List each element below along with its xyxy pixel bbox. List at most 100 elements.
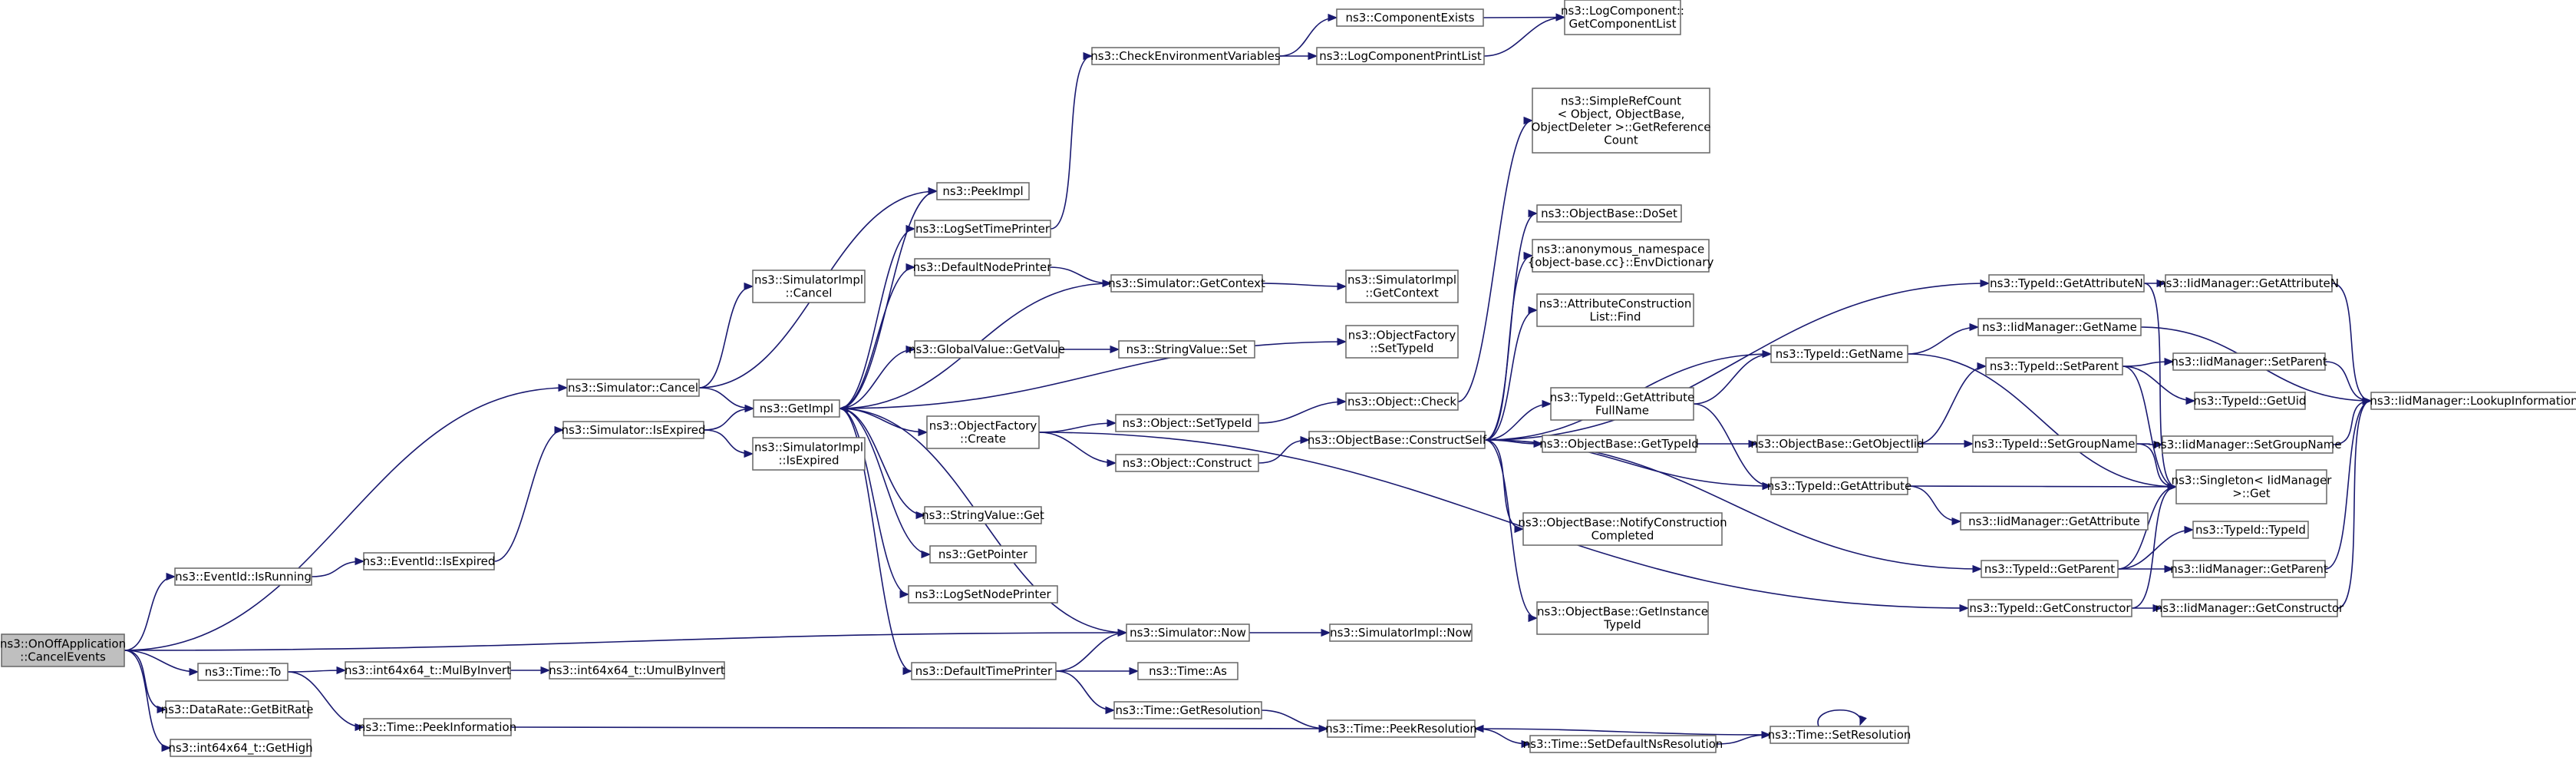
node-string-value-set[interactable]: ns3::StringValue::Set — [1118, 340, 1255, 359]
node-default-node-printer[interactable]: ns3::DefaultNodePrinter — [913, 258, 1053, 276]
node-label: {object-base.cc}::EnvDictionary — [1528, 256, 1714, 270]
node-global-value-get-value[interactable]: ns3::GlobalValue::GetValue — [909, 340, 1065, 359]
node-simple-ref-count[interactable]: ns3::SimpleRefCount< Object, ObjectBase,… — [1531, 88, 1711, 154]
node-label: TypeId — [1603, 618, 1641, 632]
edge-sim-cancel-to-sim-impl-cancel — [698, 282, 754, 389]
node-event-is-expired[interactable]: ns3::EventId::IsExpired — [363, 552, 496, 571]
node-object-base-do-set[interactable]: ns3::ObjectBase::DoSet — [1536, 204, 1682, 223]
node-type-id-get-attribute-n[interactable]: ns3::TypeId::GetAttributeN — [1988, 274, 2145, 293]
node-sim-cancel[interactable]: ns3::Simulator::Cancel — [566, 379, 700, 397]
node-type-id-get-constructor[interactable]: ns3::TypeId::GetConstructor — [1967, 599, 2132, 617]
node-log-component-print-list[interactable]: ns3::LogComponentPrintList — [1316, 47, 1485, 65]
node-set-default-ns-resolution[interactable]: ns3::Time::SetDefaultNsResolution — [1523, 735, 1723, 753]
node-box — [1345, 270, 1459, 303]
node-time-get-resolution[interactable]: ns3::Time::GetResolution — [1113, 701, 1262, 719]
node-notify-construction[interactable]: ns3::ObjectBase::NotifyConstructionCompl… — [1518, 512, 1727, 546]
node-sim-is-expired[interactable]: ns3::Simulator::IsExpired — [561, 421, 706, 439]
edge-type-id-get-attribute-to-singleton-get — [1907, 482, 2178, 491]
node-sim-now[interactable]: ns3::Simulator::Now — [1126, 623, 1250, 642]
node-box — [2370, 392, 2576, 410]
node-umul-by-invert[interactable]: ns3::int64x64_t::UmulByInvert — [549, 661, 725, 680]
node-type-id-get-attribute[interactable]: ns3::TypeId::GetAttribute — [1767, 477, 1911, 495]
node-sim-get-context[interactable]: ns3::Simulator::GetContext — [1108, 274, 1265, 293]
node-type-id-set-parent[interactable]: ns3::TypeId::SetParent — [1985, 357, 2123, 375]
edge-iid-get-constructor-to-iid-lookup-information — [2337, 396, 2373, 609]
node-data-rate-get-bit-rate[interactable]: ns3::DataRate::GetBitRate — [161, 700, 314, 719]
node-object-set-type-id[interactable]: ns3::Object::SetTypeId — [1115, 414, 1259, 432]
node-box — [197, 663, 289, 681]
node-label: ns3::Time::GetResolution — [1116, 703, 1261, 717]
node-label: ns3::IidManager::SetGroupName — [2153, 438, 2341, 451]
node-type-id-type-id[interactable]: ns3::TypeId::TypeId — [2192, 521, 2309, 539]
node-sim-impl-cancel[interactable]: ns3::SimulatorImpl::Cancel — [752, 270, 866, 303]
edge-iid-set-parent-to-iid-lookup-information — [2324, 361, 2373, 405]
edge-time-to-to-mul-by-invert — [287, 666, 347, 675]
node-iid-set-parent[interactable]: ns3::IidManager::SetParent — [2171, 352, 2327, 371]
node-peek-impl[interactable]: ns3::PeekImpl — [936, 182, 1030, 200]
node-sim-impl-get-context[interactable]: ns3::SimulatorImpl::GetContext — [1345, 270, 1459, 303]
edge-time-to-to-peek-information — [287, 671, 365, 732]
node-log-component-get-list[interactable]: ns3::LogComponent::GetComponentList — [1561, 0, 1684, 35]
node-box — [1327, 719, 1476, 738]
node-type-id-get-uid[interactable]: ns3::TypeId::GetUid — [2194, 392, 2307, 410]
edge-get-impl-to-object-factory-set-type-id — [839, 337, 1347, 409]
node-construct-self[interactable]: ns3::ObjectBase::ConstructSelf — [1308, 431, 1487, 449]
node-log-set-node-printer[interactable]: ns3::LogSetNodePrinter — [908, 585, 1058, 604]
node-object-check[interactable]: ns3::Object::Check — [1345, 392, 1459, 411]
node-check-env-vars[interactable]: ns3::CheckEnvironmentVariables — [1090, 47, 1281, 65]
node-box — [174, 567, 312, 586]
node-log-set-time-printer[interactable]: ns3::LogSetTimePrinter — [914, 220, 1051, 238]
edge-object-construct-to-construct-self — [1258, 435, 1311, 464]
node-time-as[interactable]: ns3::Time::As — [1137, 662, 1239, 680]
node-iid-get-attribute-n[interactable]: ns3::IidManager::GetAttributeN — [2159, 274, 2339, 293]
node-object-factory-create[interactable]: ns3::ObjectFactory::Create — [926, 415, 1040, 449]
node-singleton-get[interactable]: ns3::Singleton< IidManager>::Get — [2172, 469, 2333, 504]
node-sim-impl-is-expired[interactable]: ns3::SimulatorImpl::IsExpired — [752, 437, 866, 471]
node-box — [363, 718, 512, 736]
node-iid-get-constructor[interactable]: ns3::IidManager::GetConstructor — [2155, 599, 2344, 617]
node-peek-resolution[interactable]: ns3::Time::PeekResolution — [1325, 719, 1477, 738]
node-string-value-get[interactable]: ns3::StringValue::Get — [922, 506, 1044, 524]
node-box — [924, 506, 1042, 524]
node-object-base-get-object-iid[interactable]: ns3::ObjectBase::GetObjectIid — [1750, 435, 1925, 453]
node-object-construct[interactable]: ns3::Object::Construct — [1115, 454, 1259, 472]
node-object-factory-set-type-id[interactable]: ns3::ObjectFactory::SetTypeId — [1345, 325, 1459, 359]
node-label: Count — [1604, 134, 1638, 147]
node-event-is-running[interactable]: ns3::EventId::IsRunning — [174, 567, 312, 586]
node-default-time-printer[interactable]: ns3::DefaultTimePrinter — [911, 662, 1057, 680]
node-box — [2162, 435, 2334, 454]
node-label: ns3::OnOffApplication — [0, 637, 126, 651]
node-type-id-get-parent[interactable]: ns3::TypeId::GetParent — [1981, 560, 2119, 578]
edge-object-base-get-object-iid-to-type-id-set-parent — [1917, 362, 1987, 445]
edge-get-impl-to-log-set-time-printer — [839, 224, 916, 409]
node-iid-get-name[interactable]: ns3::IidManager::GetName — [1977, 318, 2142, 336]
node-type-id-get-name[interactable]: ns3::TypeId::GetName — [1770, 345, 1908, 363]
node-root[interactable]: ns3::OnOffApplication::CancelEvents — [0, 633, 126, 667]
node-iid-get-parent[interactable]: ns3::IidManager::GetParent — [2170, 560, 2328, 578]
node-iid-get-attribute[interactable]: ns3::IidManager::GetAttribute — [1960, 512, 2149, 531]
node-type-id-set-group-name[interactable]: ns3::TypeId::SetGroupName — [1972, 435, 2137, 453]
node-anon-env-dictionary[interactable]: ns3::anonymous_namespace{object-base.cc}… — [1528, 239, 1714, 273]
node-mul-by-invert[interactable]: ns3::int64x64_t::MulByInvert — [345, 661, 511, 680]
node-object-base-get-type-id[interactable]: ns3::ObjectBase::GetTypeId — [1539, 435, 1699, 453]
node-sim-impl-now[interactable]: ns3::SimulatorImpl::Now — [1329, 623, 1473, 642]
node-peek-information[interactable]: ns3::Time::PeekInformation — [358, 718, 516, 736]
node-int64-get-high[interactable]: ns3::int64x64_t::GetHigh — [168, 739, 313, 757]
node-label: ns3::IidManager::GetAttribute — [1968, 514, 2140, 528]
node-box — [2172, 352, 2326, 371]
node-iid-lookup-information[interactable]: ns3::IidManager::LookupInformation — [2370, 392, 2576, 410]
node-label: ns3::GetImpl — [760, 402, 833, 415]
node-time-to[interactable]: ns3::Time::To — [197, 663, 289, 681]
node-iid-set-group-name[interactable]: ns3::IidManager::SetGroupName — [2153, 435, 2342, 454]
node-box — [1770, 726, 1909, 744]
edge-type-id-get-name-to-singleton-get — [1907, 353, 2178, 491]
node-get-pointer[interactable]: ns3::GetPointer — [929, 545, 1037, 564]
node-box — [1988, 274, 2145, 293]
node-label: ns3::IidManager::LookupInformation — [2370, 394, 2576, 408]
node-time-set-resolution[interactable]: ns3::Time::SetResolution — [1768, 726, 1911, 744]
node-get-impl[interactable]: ns3::GetImpl — [753, 399, 840, 418]
node-component-exists[interactable]: ns3::ComponentExists — [1336, 8, 1484, 27]
